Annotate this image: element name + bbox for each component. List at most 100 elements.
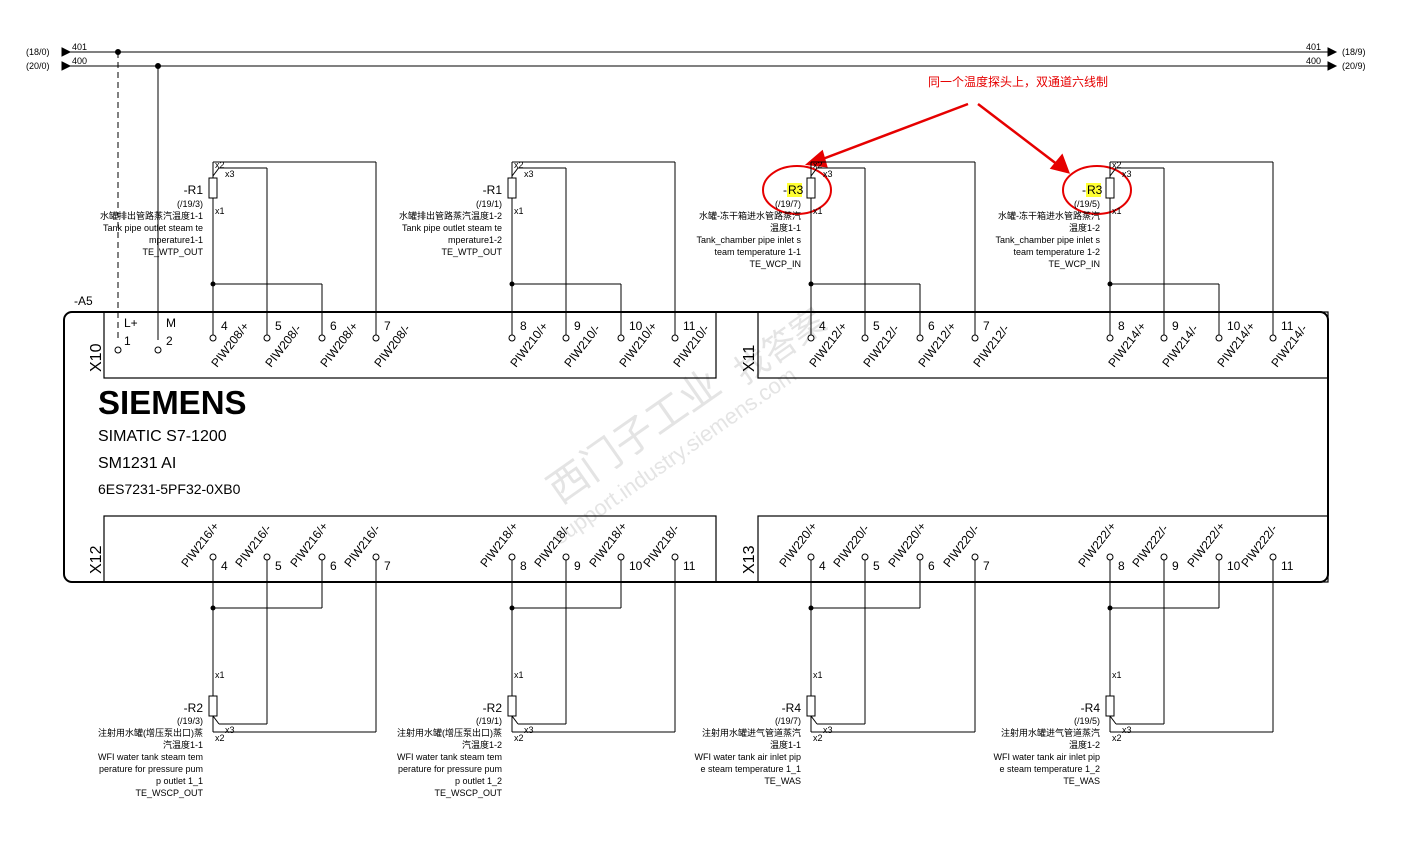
signal-x10-4: PIW210/+ (507, 319, 551, 369)
sensor-top-en2-0: mperature1-1 (149, 235, 203, 245)
sensor-bottom-ref-0: (/19/3) (177, 716, 203, 726)
sensor-top-resistor-2 (806, 177, 816, 199)
terminal-m-label: M (166, 316, 176, 330)
sensor-bottom-en3-1: p outlet 1_2 (455, 776, 502, 786)
sensor-bottom-node-2 (808, 605, 814, 611)
bus-ref-right-bottom: (20/9) (1342, 61, 1366, 71)
sensor-bottom-cn2-2: 温度1-1 (770, 739, 801, 750)
signal-x12-7: PIW218/- (640, 522, 682, 570)
bus (61, 47, 1338, 340)
terminal-num-x11-4: 8 (1118, 319, 1125, 333)
terminal-x13-1 (861, 553, 869, 561)
terminal-x13-4 (1106, 553, 1114, 561)
connector-frames (103, 311, 1329, 583)
terminal-x12-5 (562, 553, 570, 561)
sensor-bottom-x3a-1 (511, 715, 519, 725)
sensor-top-node-1 (509, 281, 515, 287)
pin-x2-bottom-3: x2 (1112, 733, 1122, 743)
sensor-top-tag-prefix-3: - (1082, 183, 1086, 197)
sensor-bottom-resistor-2 (806, 695, 816, 717)
sensor-top-x3a-1 (511, 167, 519, 177)
pin-x2-top-0: x2 (215, 160, 225, 170)
sensor-bottom-node-0 (210, 605, 216, 611)
sensor-bottom-tag-2: -R4 (782, 701, 802, 715)
bus-wire-400-right: 400 (1306, 56, 1321, 66)
sensor-top-resistor-1 (507, 177, 517, 199)
pin-x1-bottom-3: x1 (1112, 670, 1122, 680)
signal-x10-1: PIW208/- (262, 322, 304, 370)
module-order: 6ES7231-5PF32-0XB0 (98, 481, 241, 497)
terminal-num-x12-6: 10 (629, 559, 643, 573)
terminal-num-x13-7: 11 (1281, 559, 1294, 573)
sensor-top-tag-2: R3 (788, 183, 804, 197)
signal-x11-2: PIW212/+ (915, 319, 959, 369)
sensor-top-tag-highlight-2 (787, 183, 802, 197)
connector-x13: X13 (741, 545, 758, 574)
sensor-bottom-cn-3: 注射用水罐进气管道蒸汽 (1001, 727, 1100, 738)
sensor-bottom-resistor-0 (208, 695, 218, 717)
terminal-x10-7 (671, 334, 679, 342)
sensor-bottom-cn2-1: 汽温度1-2 (462, 739, 502, 750)
module-line2: SM1231 AI (98, 455, 176, 472)
sensor-top-en2-1: mperature1-2 (448, 235, 502, 245)
bus-ref-right-top: (18/9) (1342, 47, 1366, 57)
signal-x12-2: PIW216/+ (287, 519, 331, 569)
sensor-bottom-en1-1: WFI water tank steam tem (397, 752, 502, 762)
terminal-num-x10-6: 10 (629, 319, 643, 333)
sensor-top-en2-2: team temperature 1-1 (714, 247, 801, 257)
sensor-top-cn-0: 水罐排出管路蒸汽温度1-1 (100, 210, 203, 221)
pin-x1-bottom-2: x1 (813, 670, 823, 680)
pin-x1-top-0: x1 (215, 206, 225, 216)
terminal-m-num: 2 (166, 334, 173, 348)
pin-x2-bottom-0: x2 (215, 733, 225, 743)
signal-x11-1: PIW212/- (860, 322, 902, 370)
terminal-x13-0 (807, 553, 815, 561)
pin-x3-bottom-3: x3 (1122, 725, 1132, 735)
signal-x13-7: PIW222/- (1238, 522, 1280, 570)
signal-x11-4: PIW214/+ (1105, 319, 1149, 369)
sensor-top-cn-2: 水罐-冻干箱进水管路蒸汽 (699, 210, 801, 221)
terminal-x10-4 (508, 334, 516, 342)
sensor-bottom-cn-2: 注射用水罐进气管道蒸汽 (702, 727, 801, 738)
terminal-x11-5 (1160, 334, 1168, 342)
sensor-bottom-x3a-0 (212, 715, 220, 725)
terminal-lplus-num: 1 (124, 334, 131, 348)
signal-x11-5: PIW214/- (1159, 322, 1201, 370)
bus-ref-left-top: (18/0) (26, 47, 50, 57)
sensor-top-x3a-0 (212, 167, 220, 177)
terminal-num-x11-7: 11 (1281, 319, 1294, 333)
terminal-x12-4 (508, 553, 516, 561)
module-brand: SIEMENS (98, 384, 247, 421)
terminal-x11-1 (861, 334, 869, 342)
terminal-num-x12-4: 8 (520, 559, 527, 573)
sensor-top-resistor-0 (208, 177, 218, 199)
sensor-top-en1-2: Tank_chamber pipe inlet s (696, 235, 801, 245)
sensor-bottom-en1-0: WFI water tank steam tem (98, 752, 203, 762)
terminal-num-x10-2: 6 (330, 319, 337, 333)
signal-x13-5: PIW222/- (1129, 522, 1171, 570)
terminal-x13-5 (1160, 553, 1168, 561)
sensor-bottom-node-1 (509, 605, 515, 611)
sensor-bottom-cn-1: 注射用水罐(增压泵出口)蒸 (397, 727, 502, 738)
sensor-top-ref-1: (/19/1) (476, 199, 502, 209)
signal-x11-3: PIW212/- (970, 322, 1012, 370)
signal-x10-2: PIW208/+ (317, 319, 361, 369)
terminal-x12-2 (318, 553, 326, 561)
pin-x2-bottom-2: x2 (813, 733, 823, 743)
terminal-num-x11-0: 4 (819, 319, 826, 333)
terminal-num-x11-3: 7 (983, 319, 990, 333)
sensor-top-en1-0: Tank pipe outlet steam te (103, 223, 203, 233)
sensor-top-tag-3: R3 (1087, 183, 1103, 197)
sensor-bottom-node-3 (1107, 605, 1113, 611)
sensor-top-cn2-2: 温度1-1 (770, 222, 801, 233)
terminal-x10-1 (263, 334, 271, 342)
terminal-num-x11-2: 6 (928, 319, 935, 333)
terminal-num-x12-7: 11 (683, 559, 696, 573)
terminal-x12-1 (263, 553, 271, 561)
signal-x13-4: PIW222/+ (1075, 519, 1119, 569)
terminal-num-x13-5: 9 (1172, 559, 1179, 573)
terminal-num-x13-0: 4 (819, 559, 826, 573)
terminal-num-x12-0: 4 (221, 559, 228, 573)
signal-x12-0: PIW216/+ (178, 519, 222, 569)
